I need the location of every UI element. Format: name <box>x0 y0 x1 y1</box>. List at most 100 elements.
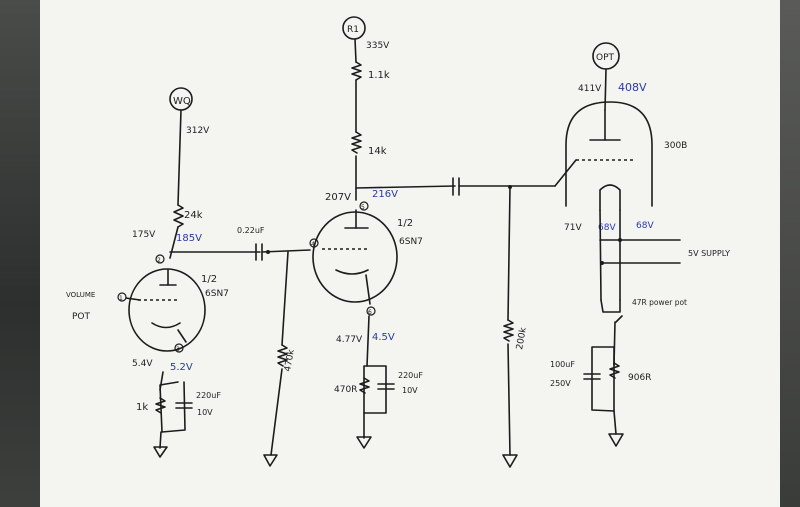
ground-2 <box>263 454 278 467</box>
label-906r: 906R <box>628 373 651 383</box>
voltage-477: 4.77V <box>336 335 363 345</box>
schematic: WQ 312V 24k 175V 185V 2 1/2 6SN7 VOLUME … <box>40 0 780 507</box>
resistor-24k <box>173 204 184 228</box>
tube3-model: 300B <box>664 141 687 151</box>
tube-1 <box>128 268 206 352</box>
volume-label: VOLUME <box>66 291 95 299</box>
voltage-207: 207V <box>325 192 351 203</box>
supply-5v: 5V SUPPLY <box>688 249 730 258</box>
ground-5 <box>608 433 624 447</box>
resistor-470r <box>359 377 370 394</box>
voltage-68-b: 68V <box>636 221 654 231</box>
wire-470k-top <box>281 251 289 346</box>
resistor-1k <box>155 397 166 414</box>
pin-2 <box>155 254 165 264</box>
resistor-906r <box>609 362 620 379</box>
filament-leads <box>599 209 621 301</box>
tube1-model: 6SN7 <box>205 289 229 299</box>
wq-label: WQ <box>173 96 191 107</box>
voltage-45: 4.5V <box>372 332 395 343</box>
stage-2: R1 335V 1.1k 14k 207V 216V 5 1/2 6SN7 4 … <box>309 16 456 449</box>
tube2-cathode <box>335 269 369 275</box>
tube1-cathode-lead <box>177 329 187 343</box>
label-14k: 14k <box>368 146 387 157</box>
junction-4 <box>618 238 622 242</box>
wire-200k-bottom <box>507 343 511 456</box>
tube3-filament <box>599 184 621 211</box>
voltage-411: 411V <box>578 84 602 94</box>
resistor-11k <box>351 61 362 81</box>
wire-grid-3 <box>554 159 577 187</box>
wire-grid-1 <box>125 297 141 301</box>
tube1-half: 1/2 <box>201 274 217 285</box>
wire-470k-bottom <box>270 368 283 456</box>
wire-ground-5 <box>613 410 617 435</box>
junction-3 <box>600 261 604 265</box>
paper-background <box>40 0 780 507</box>
pin-6 <box>366 306 376 316</box>
voltage-175: 175V <box>132 230 156 240</box>
label-470r: 470R <box>334 385 357 395</box>
cathode-loop-2 <box>363 365 387 414</box>
pin-5-label: 5 <box>361 204 365 211</box>
r1-node <box>342 16 366 40</box>
stage-1: WQ 312V 24k 175V 185V 2 1/2 6SN7 VOLUME … <box>66 87 261 458</box>
pin-3-label: 3 <box>176 346 180 353</box>
pin-1-label: 1 <box>119 295 123 302</box>
cathode-loop-1 <box>159 381 186 433</box>
pin-1 <box>117 292 127 302</box>
label-200k: 200k <box>515 326 529 351</box>
coupling: 0.22uF 470k <box>237 226 311 467</box>
wire-200k-top <box>507 186 511 321</box>
capacitor-100u <box>583 373 601 380</box>
label-1k: 1k <box>136 402 148 413</box>
voltage-52: 5.2V <box>170 362 193 373</box>
label-220u-a: 220uF <box>196 391 221 400</box>
pin-4-label: 4 <box>311 241 315 248</box>
wire-cathode-2 <box>366 315 370 367</box>
tube-2 <box>312 211 398 303</box>
opt-label: OPT <box>596 53 615 63</box>
schematic-paper: WQ 312V 24k 175V 185V 2 1/2 6SN7 VOLUME … <box>40 0 780 507</box>
resistor-14k <box>351 131 362 154</box>
pot-wiper <box>615 315 623 323</box>
stage-3: OPT 411V 408V 300B 71V 68V 68V 5V SUPPLY… <box>550 42 730 447</box>
label-100u: 100uF <box>550 360 575 369</box>
pin-4 <box>309 238 319 248</box>
junction-1 <box>266 250 270 254</box>
pin-3 <box>174 343 184 353</box>
voltage-71: 71V <box>564 223 582 233</box>
wire-ground-1 <box>159 431 162 449</box>
voltage-335: 335V <box>366 41 390 51</box>
pot-label: POT <box>72 312 91 322</box>
wire-plate-3 <box>604 68 607 111</box>
voltage-216: 216V <box>372 189 398 200</box>
tube2-model: 6SN7 <box>399 237 423 247</box>
pin-2-label: 2 <box>157 257 161 264</box>
tube1-cathode <box>151 322 181 329</box>
voltage-408: 408V <box>618 81 647 94</box>
label-10v-a: 10V <box>197 408 213 417</box>
voltage-185: 185V <box>176 233 202 244</box>
resistor-470k <box>277 344 288 367</box>
tube-3 <box>565 101 653 207</box>
pin-6-label: 6 <box>368 309 372 316</box>
wire-to-grid-2 <box>261 249 311 253</box>
label-24k: 24k <box>184 210 203 221</box>
wire-plate-1 <box>169 226 179 259</box>
ground-3 <box>356 436 372 449</box>
r1-label: R1 <box>347 25 359 35</box>
label-470k: 470k <box>283 348 297 373</box>
ground-4 <box>502 454 518 468</box>
pot-resistor <box>600 299 621 313</box>
coupling-2: 200k <box>452 177 556 468</box>
resistor-200k <box>503 319 514 342</box>
ground-1 <box>153 446 168 458</box>
wire-to-coupling-2 <box>355 185 456 189</box>
voltage-68-a: 68V <box>598 223 616 233</box>
tube2-cathode-lead <box>365 274 371 305</box>
capacitor-220u-b <box>377 383 395 390</box>
label-47r-pot: 47R power pot <box>632 298 687 307</box>
label-220u-b: 220uF <box>398 371 423 380</box>
voltage-54: 5.4V <box>132 359 153 369</box>
